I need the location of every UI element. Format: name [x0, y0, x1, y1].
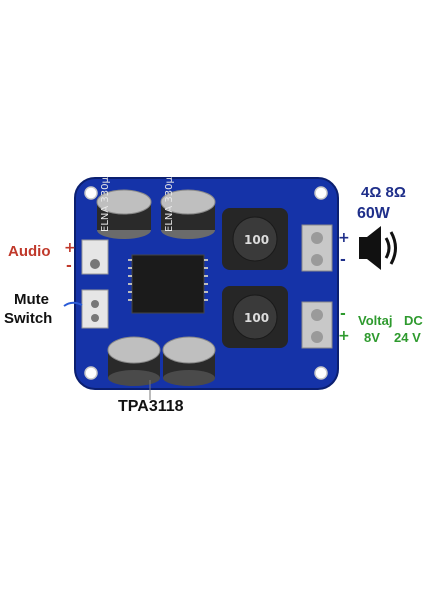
speaker-icon	[359, 226, 397, 270]
mounting-holes	[84, 186, 328, 380]
inductor-bottom: 100	[222, 286, 288, 348]
amplifier-chip	[128, 254, 208, 314]
switch-label: Switch	[4, 310, 53, 327]
mute-header	[81, 289, 109, 329]
speaker-minus-sign: -	[340, 252, 346, 268]
speaker-terminal	[301, 224, 333, 272]
wattage-label: 60W	[357, 205, 390, 222]
svg-text:100: 100	[244, 233, 269, 247]
svg-text:ELNA 330µ: ELNA 330µ	[100, 177, 111, 232]
svg-text:100: 100	[244, 311, 269, 325]
dc-label: DC	[404, 313, 423, 328]
mute-label: Mute	[14, 291, 49, 308]
max-voltage-label: 24 V	[394, 330, 421, 345]
mute-pointer	[63, 301, 83, 307]
audio-minus-sign: -	[66, 258, 72, 274]
power-plus-sign: +	[338, 328, 350, 344]
capacitor-top-right: ELNA 330µ	[160, 177, 216, 239]
inductor-top: 100	[222, 208, 288, 270]
svg-text:ELNA 330µ: ELNA 330µ	[164, 177, 175, 232]
power-terminal	[301, 301, 333, 349]
power-minus-sign: -	[340, 306, 346, 322]
capacitor-bottom-left	[107, 336, 161, 386]
audio-plus-sign: +	[64, 240, 76, 256]
audio-label: Audio	[8, 243, 51, 260]
capacitor-top-left: ELNA 330µ	[96, 177, 152, 239]
capacitor-bottom-right	[162, 336, 216, 386]
speaker-plus-sign: +	[338, 230, 350, 246]
audio-input-header	[81, 239, 109, 275]
chip-label: TPA3118	[118, 398, 184, 415]
impedance-label: 4Ω 8Ω	[361, 184, 406, 201]
min-voltage-label: 8V	[364, 330, 380, 345]
voltage-label: Voltaj	[358, 313, 393, 328]
